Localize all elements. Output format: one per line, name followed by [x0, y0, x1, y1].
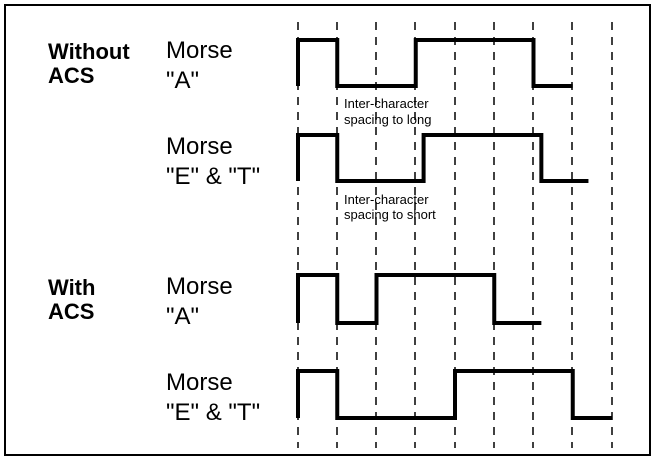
waveforms	[296, 38, 612, 420]
waveform-0	[296, 38, 573, 88]
waveform-1	[296, 133, 589, 183]
note-spacing-short-line1: Inter-character	[344, 192, 429, 207]
group-title-with-acs: With ACS	[48, 275, 96, 324]
note-spacing-short-line2: spacing to short	[344, 207, 436, 222]
note-spacing-long-line2: spacing to long	[344, 112, 431, 127]
row-label-a-with: Morse "A"	[166, 273, 233, 330]
waveform-2	[296, 273, 542, 325]
time-gridlines	[297, 22, 613, 448]
waveform-3	[296, 369, 612, 420]
row-label-a-without: Morse "A"	[166, 37, 233, 94]
group-title-without-acs: Without ACS	[48, 39, 130, 88]
row-label-et-without: Morse "E" & "T"	[166, 133, 261, 190]
row-label-et-with: Morse "E" & "T"	[166, 369, 261, 426]
figure-frame: Without ACS With ACS Morse "A" Morse "E"…	[4, 4, 651, 456]
note-spacing-long-line1: Inter-character	[344, 96, 429, 111]
